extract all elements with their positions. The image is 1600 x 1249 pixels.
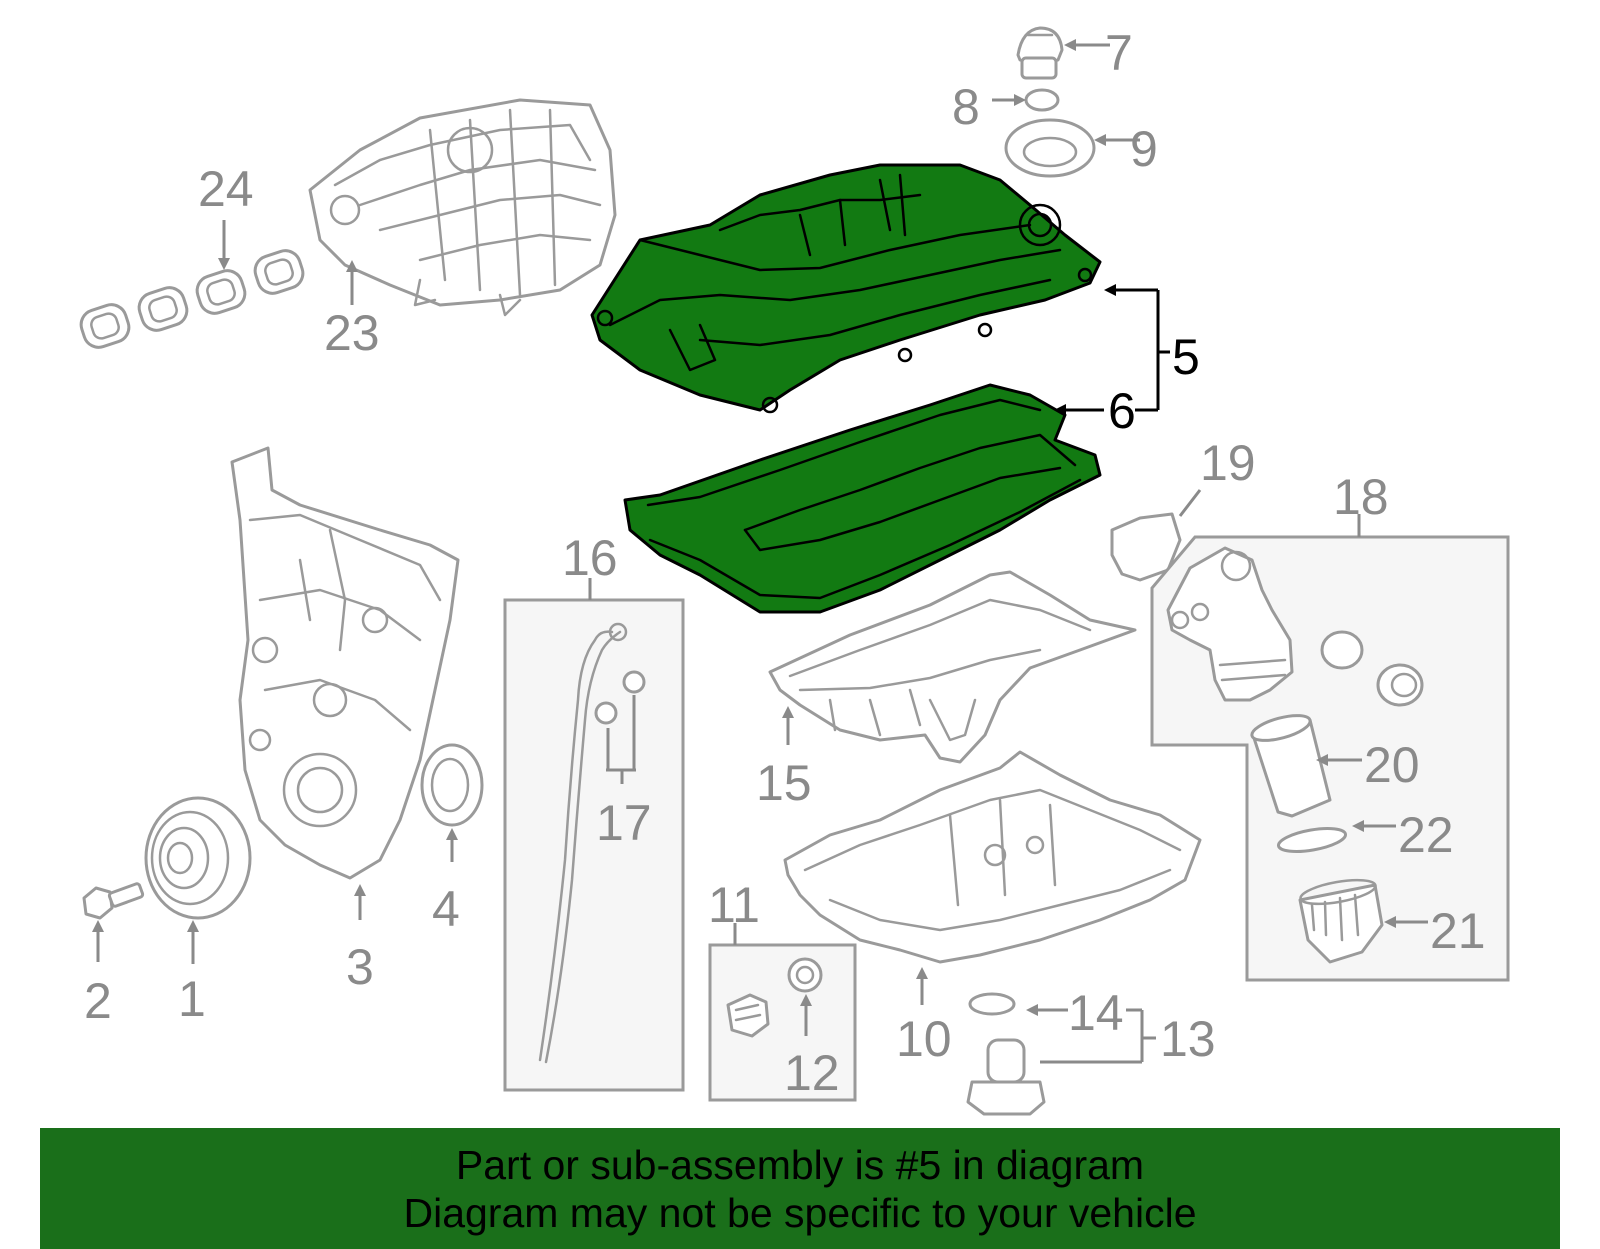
part-22-oring <box>1276 827 1348 853</box>
callout-19: 19 <box>1200 435 1256 491</box>
callout-11: 11 <box>708 877 760 933</box>
part-18-plug-a <box>1320 630 1364 670</box>
callout-21: 21 <box>1430 903 1486 959</box>
part-10-oil-pan <box>783 750 1202 964</box>
part-5-valve-cover <box>590 163 1102 414</box>
part-16-dipstick <box>538 622 628 1064</box>
callout-15: 15 <box>756 755 812 811</box>
callout-5: 5 <box>1172 329 1200 385</box>
part-17-seal-a <box>622 670 646 694</box>
callout-24: 24 <box>198 161 254 217</box>
callout-23: 23 <box>324 305 380 361</box>
callout-9: 9 <box>1130 121 1158 177</box>
callout-22: 22 <box>1398 807 1454 863</box>
callout-13: 13 <box>1160 1011 1216 1067</box>
callout-16: 16 <box>562 530 618 586</box>
box-16 <box>503 598 685 1092</box>
callout-12: 12 <box>784 1045 840 1101</box>
part-23-intake-manifold <box>308 98 617 317</box>
callout-6: 6 <box>1108 383 1136 439</box>
banner-line-2: Diagram may not be specific to your vehi… <box>403 1189 1197 1236</box>
part-11-drain-plug <box>726 993 770 1038</box>
callout-4: 4 <box>432 881 460 937</box>
callout-17: 17 <box>596 795 652 851</box>
callout-2: 2 <box>84 973 112 1029</box>
part-24-intake-gaskets <box>79 249 305 349</box>
part-21-filter-cap <box>1298 878 1384 964</box>
leader-19 <box>1178 489 1202 517</box>
callout-1: 1 <box>178 971 206 1027</box>
callout-8: 8 <box>952 79 980 135</box>
part-8-oring <box>1024 88 1060 112</box>
callout-7: 7 <box>1105 25 1133 81</box>
part-7-filler-cap <box>1016 26 1064 80</box>
callout-18: 18 <box>1333 469 1389 525</box>
part-9-seal <box>1004 118 1096 178</box>
part-18-plug-b <box>1376 663 1424 707</box>
callout-10: 10 <box>896 1011 952 1067</box>
part-15-oil-pan-upper <box>768 570 1137 764</box>
banner-line-1: Part or sub-assembly is #5 in diagram <box>455 1141 1145 1188</box>
part-2-bolt <box>82 882 145 920</box>
part-6-gasket <box>623 383 1102 614</box>
callout-3: 3 <box>346 939 374 995</box>
part-3-timing-cover <box>230 446 460 880</box>
part-1-pulley <box>144 796 252 920</box>
callout-14: 14 <box>1068 985 1124 1041</box>
info-banner: Part or sub-assembly is #5 in diagram Di… <box>40 1128 1560 1249</box>
part-20-filter <box>1250 714 1332 818</box>
part-17-seal-b <box>594 701 618 725</box>
part-4-front-seal <box>420 743 484 827</box>
part-14-oring <box>968 992 1016 1016</box>
callout-20: 20 <box>1364 737 1420 793</box>
part-12-washer <box>787 957 823 993</box>
part-13-sensor <box>966 1038 1046 1116</box>
part-18-filter-housing <box>1166 546 1294 702</box>
